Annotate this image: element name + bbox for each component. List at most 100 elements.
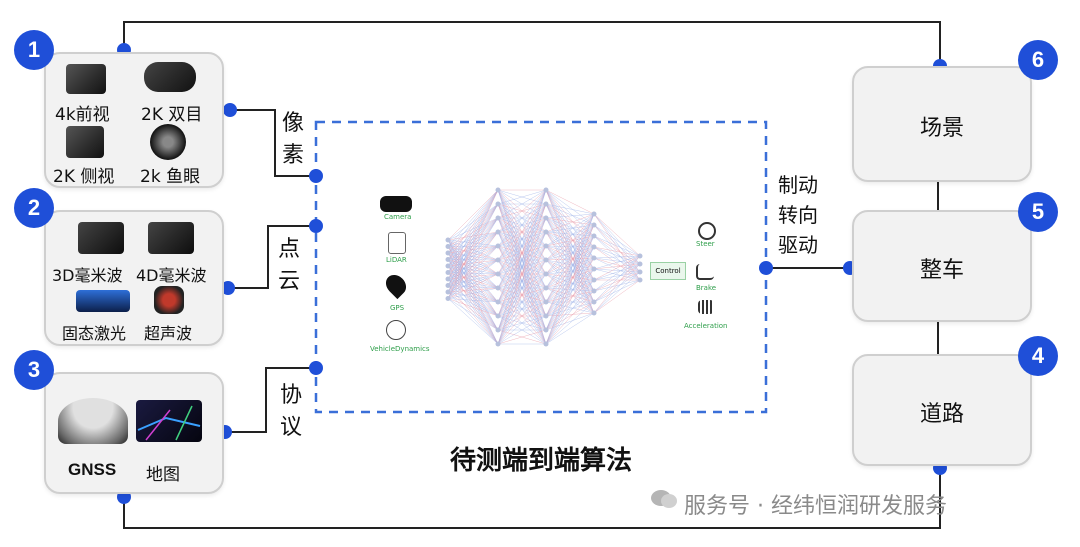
4d-radar-icon [148,222,194,254]
nn-edge [447,231,499,299]
nn-node [591,299,597,305]
nn-edge [447,245,499,299]
steering-wheel-icon [698,222,716,240]
nn-edge [447,189,499,241]
nn-edge [593,235,641,281]
nn-edge [545,246,595,317]
nn-node [591,277,597,283]
nn-edge [593,263,641,292]
step-badge-2: 2 [14,188,54,228]
nn-edge [447,203,499,293]
nn-edge [447,189,499,247]
nn-edge [447,259,499,261]
nn-edge [497,329,547,345]
block-label: 道路 [919,402,964,427]
nn-edge [545,213,595,261]
nn-node [637,261,643,267]
nn-edge [593,246,641,281]
nn-node [543,243,549,249]
nn-edge [545,213,595,275]
nn-node [637,253,643,259]
nn-edge [593,271,641,292]
nn-node [495,341,501,347]
nn-edge [545,290,595,303]
nn-edge [497,189,547,275]
step-badge-4: 4 [1018,336,1058,376]
nn-node [591,288,597,294]
nn-edge [447,231,499,247]
link-label-pixel: 像素 [281,111,304,168]
control-label: Control [650,262,686,280]
nn-edge [447,239,499,247]
nn-node [543,201,549,207]
nn-edge [593,263,641,270]
nn-edge [545,279,595,317]
solid-state-lidar-icon [76,290,130,312]
nn-edge [593,255,641,259]
nn-edge [545,301,595,331]
nn-node [543,327,549,333]
input-label: GPS [390,304,405,312]
nn-edge [593,246,641,273]
nn-edge [497,189,547,247]
nn-edge [447,203,499,260]
nn-edge [447,273,499,299]
nn-edge [447,217,499,273]
nn-edge [447,189,499,280]
input-label: LiDAR [386,256,407,264]
nn-edge [447,245,499,260]
nn-node [495,201,501,207]
nn-edge [447,189,499,267]
nn-edge [545,213,595,247]
nn-edge [545,203,595,215]
nn-node [591,211,597,217]
nn-edge [447,217,499,260]
nn-edge [593,224,641,281]
nn-edge [497,315,547,345]
nn-node [591,266,597,272]
nn-node [495,229,501,235]
nn-edge [447,189,499,254]
nn-edge [497,301,547,345]
nn-edge [545,213,595,303]
nn-edge [447,189,499,299]
nn-edge [593,255,641,292]
sensor-label: 4D毫米波 [136,266,207,285]
nn-edge [497,189,547,303]
nn-edge [545,246,595,331]
nn-edge [497,189,547,205]
vehicle-dynamics-icon [386,320,406,340]
side-camera-icon [66,126,104,158]
step-badge-6: 6 [1018,40,1058,80]
nn-edge [545,213,595,317]
nn-node [591,310,597,316]
nn-edge [545,213,595,331]
nn-node [445,276,451,282]
nn-edge [545,189,595,215]
nn-node [445,250,451,256]
map-icon [136,400,202,442]
nn-edge [447,203,499,299]
nn-edge [545,224,595,317]
nn-edge [447,203,499,247]
link-label-point-cloud: 点云 [277,237,300,294]
nn-edge [447,231,499,260]
nn-edge [447,291,499,331]
step-badge-5: 5 [1018,192,1058,232]
nn-node [495,271,501,277]
sensor-label: 2K 双目 [141,105,203,125]
nn-edge [545,235,595,317]
fisheye-camera-icon [150,124,186,160]
nn-edge [447,298,499,317]
nn-edge [447,285,499,303]
nn-edge [497,189,547,261]
input-label: VehicleDynamics [370,345,430,353]
nn-node [445,270,451,275]
port-dot [309,361,323,375]
nn-edge [593,213,641,265]
nn-edge [447,245,499,247]
nn-edge [447,252,499,261]
nn-edge [497,189,547,345]
nn-edge [447,239,499,275]
